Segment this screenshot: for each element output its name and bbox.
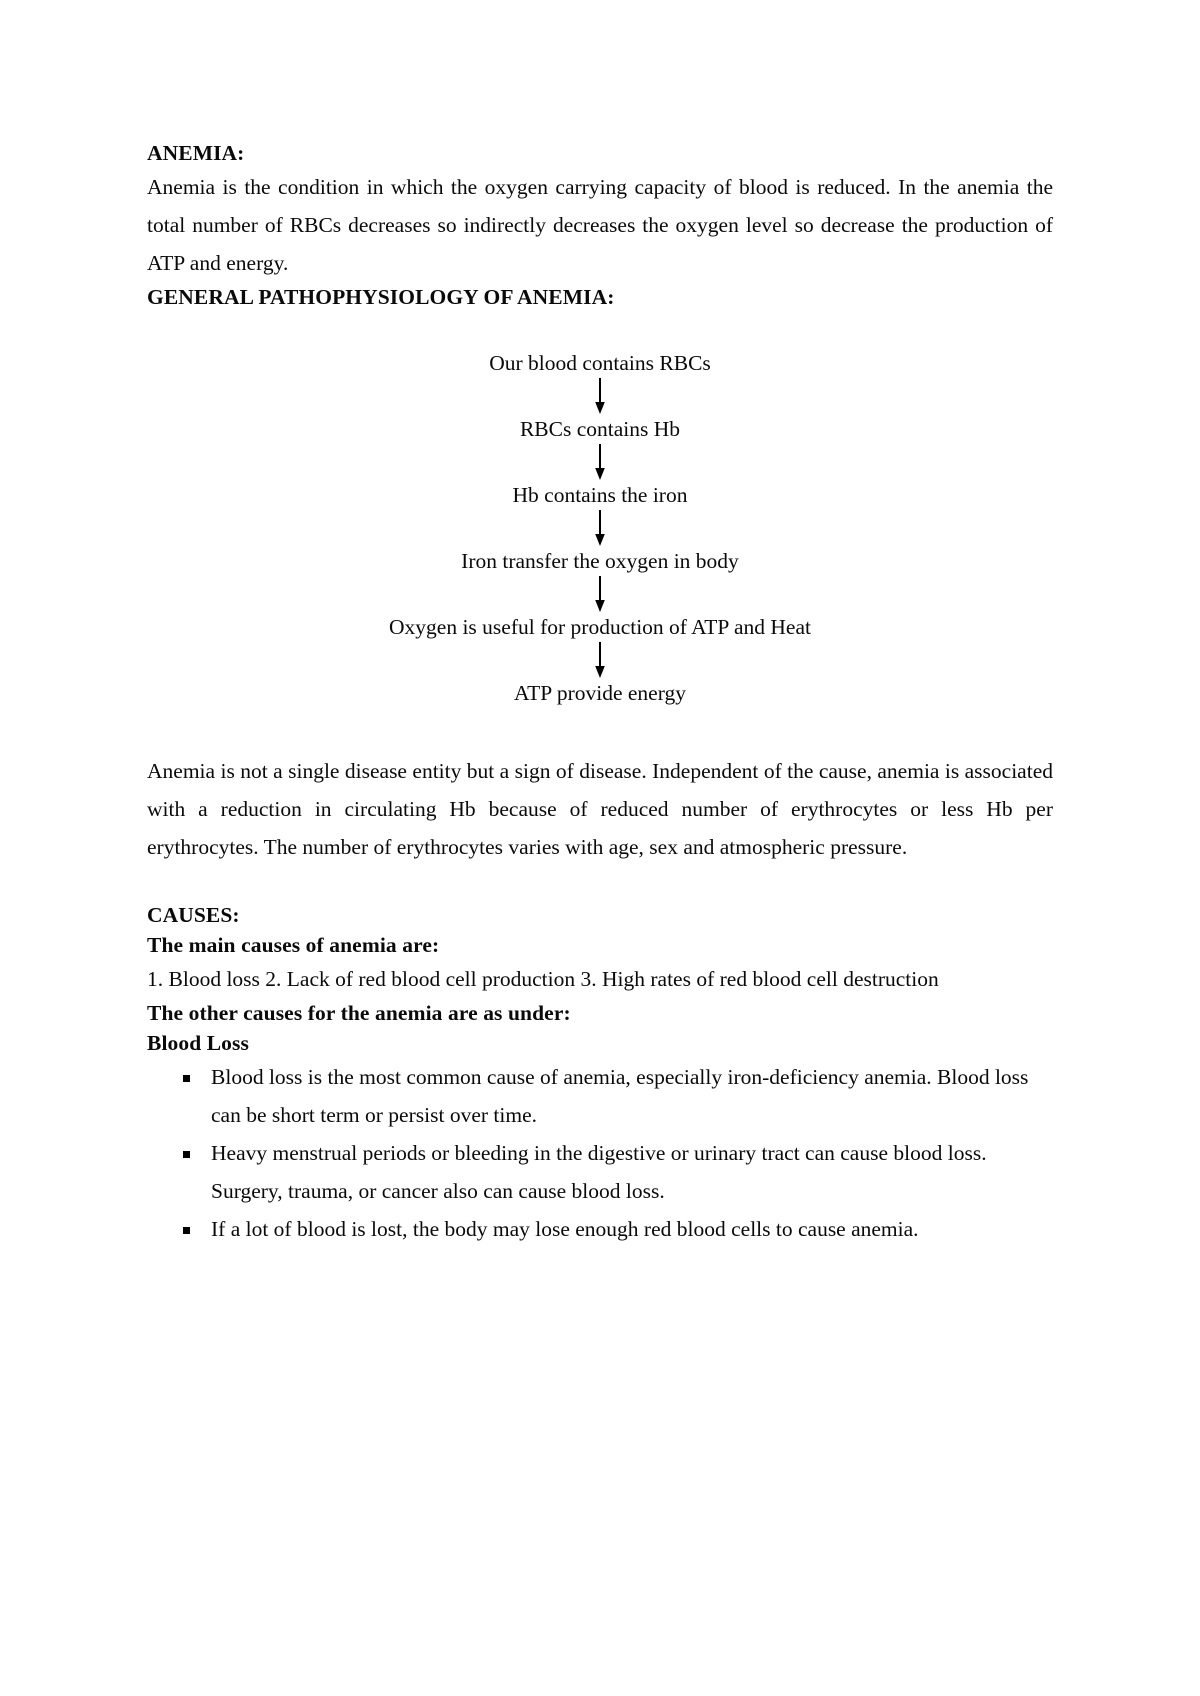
square-bullet-icon [183,1075,190,1082]
blood-loss-bullet-list: Blood loss is the most common cause of a… [147,1058,1053,1248]
anemia-heading: ANEMIA: [147,141,245,165]
down-arrow-icon [147,508,1053,548]
flow-step-2: RBCs contains Hb [519,417,681,441]
down-arrow-icon [147,442,1053,482]
flow-step-5: Oxygen is useful for production of ATP a… [389,615,811,639]
pathophysiology-flowchart: Our blood contains RBCs RBCs contains Hb… [147,312,1053,706]
down-arrow-icon [147,376,1053,416]
list-item-text: Blood loss is the most common cause of a… [211,1065,1029,1127]
document-body: ANEMIA: Anemia is the condition in which… [147,138,1053,1248]
down-arrow-icon [147,640,1053,680]
pathophysiology-heading: GENERAL PATHOPHYSIOLOGY OF ANEMIA: [147,285,615,309]
spacer [147,866,1053,900]
spacer [147,706,1053,752]
list-item-text: If a lot of blood is lost, the body may … [211,1217,919,1241]
list-item: Blood loss is the most common cause of a… [147,1058,1053,1134]
blood-loss-heading: Blood Loss [147,1031,249,1055]
intro-paragraph: Anemia is the condition in which the oxy… [147,175,1053,275]
down-arrow-icon [147,574,1053,614]
causes-heading: CAUSES: [147,903,240,927]
flow-step-3: Hb contains the iron [512,483,688,507]
main-causes-heading: The main causes of anemia are: [147,933,440,957]
flow-step-1: Our blood contains RBCs [489,351,711,375]
definition-paragraph: Anemia is not a single disease entity bu… [147,759,1053,859]
other-causes-heading: The other causes for the anemia are as u… [147,1001,571,1025]
square-bullet-icon [183,1151,190,1158]
main-causes-list: 1. Blood loss 2. Lack of red blood cell … [147,967,939,991]
list-item-text: Heavy menstrual periods or bleeding in t… [211,1141,987,1203]
flow-step-6: ATP provide energy [514,681,686,705]
list-item: Heavy menstrual periods or bleeding in t… [147,1134,1053,1210]
list-item: If a lot of blood is lost, the body may … [147,1210,1053,1248]
flow-step-4: Iron transfer the oxygen in body [461,549,739,573]
square-bullet-icon [183,1227,190,1234]
